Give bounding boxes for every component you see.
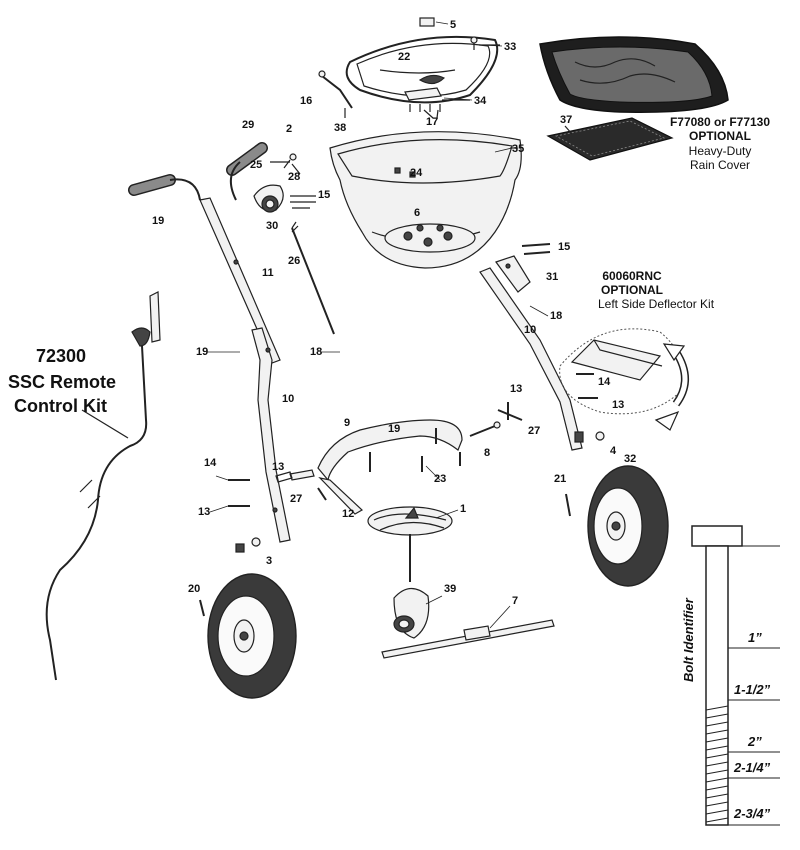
frame-9-12 <box>317 419 501 515</box>
hopper-screen-22 <box>345 17 499 104</box>
rain-cover-status: OPTIONAL <box>689 129 751 143</box>
bolt-length-2-3-4: 2-3/4” <box>733 806 771 821</box>
part-number-8: 8 <box>484 447 490 459</box>
bolt-27-left <box>289 469 315 481</box>
part-number-7: 7 <box>512 595 518 607</box>
remote-kit-line2: Control Kit <box>14 396 107 416</box>
part-number-28: 28 <box>288 171 300 183</box>
bolt-identifier-title: Bolt Identifier <box>681 597 696 682</box>
part-number-2: 2 <box>286 123 292 135</box>
part-number-30: 30 <box>266 220 278 232</box>
part-number-35: 35 <box>512 143 524 155</box>
bolt-length-1: 1” <box>748 630 762 645</box>
bolts-14-13-right <box>497 373 605 443</box>
part-number-32: 32 <box>624 453 636 465</box>
remote-control-cable <box>45 291 161 681</box>
bolt-15-right <box>521 243 551 255</box>
part-number-5: 5 <box>450 19 456 31</box>
part-number-13-right: 13 <box>612 399 624 411</box>
rain-cover-line1: Heavy-Duty <box>689 144 752 158</box>
part-number-19-mid: 19 <box>196 346 208 358</box>
part-number-1: 1 <box>460 503 466 515</box>
deflector-kit-illustration <box>559 328 689 431</box>
handle-left-grip <box>128 174 201 201</box>
gearbox-39 <box>393 587 430 639</box>
handle-tube-11 <box>199 197 281 364</box>
bolt-length-2-1-4: 2-1/4” <box>733 760 771 775</box>
bolts-14-13-left <box>228 471 293 553</box>
deflector-kit-status: OPTIONAL <box>601 283 663 297</box>
wheel-left <box>207 573 297 699</box>
part-number-23: 23 <box>434 473 446 485</box>
rain-cover-line2: Rain Cover <box>690 158 750 172</box>
handle-29 <box>226 142 268 201</box>
rain-cover-model: F77080 or F77130 <box>670 115 770 129</box>
rod-16-38 <box>318 70 353 118</box>
part-number-18-left: 18 <box>310 346 322 358</box>
part-number-11: 11 <box>262 267 274 279</box>
part-number-27-left: 27 <box>290 493 302 505</box>
part-number-20: 20 <box>188 583 200 595</box>
part-number-24: 24 <box>410 167 423 179</box>
part-number-34: 34 <box>474 95 487 107</box>
part-number-13-upper: 13 <box>510 383 522 395</box>
rod-26 <box>291 221 335 335</box>
part-number-31: 31 <box>546 271 558 283</box>
part-number-18-right: 18 <box>550 310 562 322</box>
part-number-9: 9 <box>344 417 350 429</box>
deflector-kit-description: Left Side Deflector Kit <box>598 297 715 311</box>
bolt-identifier-graphic <box>691 525 780 826</box>
part-number-10-left: 10 <box>282 393 294 405</box>
pins-20-21 <box>199 493 571 617</box>
spinner-1 <box>367 506 453 582</box>
part-number-29: 29 <box>242 119 254 131</box>
part-number-19-upper: 19 <box>152 215 164 227</box>
part-number-10-right: 10 <box>524 324 536 336</box>
bolt-length-2: 2” <box>747 734 762 749</box>
part-number-15-upper: 15 <box>318 189 330 201</box>
part-number-38: 38 <box>334 122 346 134</box>
part-number-17: 17 <box>426 116 438 128</box>
part-number-26: 26 <box>288 255 300 267</box>
part-number-3: 3 <box>266 555 272 567</box>
part-number-13-left: 13 <box>198 506 210 518</box>
hardware-34-17 <box>404 87 470 119</box>
deflector-kit-model: 60060RNC <box>602 269 662 283</box>
remote-kit-number: 72300 <box>36 346 86 366</box>
rain-cover-illustration <box>539 36 729 113</box>
part-number-15-lower: 15 <box>558 241 570 253</box>
part-number-14-right: 14 <box>598 376 611 388</box>
part-number-25: 25 <box>250 159 262 171</box>
part-number-16: 16 <box>300 95 312 107</box>
frame-leg-10-left <box>251 327 291 543</box>
part-number-39: 39 <box>444 583 456 595</box>
bolt-length-1-1-2: 1-1/2” <box>734 682 771 697</box>
part-number-37: 37 <box>560 114 572 126</box>
hopper-35 <box>329 131 522 269</box>
leader-lines <box>206 21 549 629</box>
part-number-12: 12 <box>342 508 354 520</box>
part-number-6: 6 <box>414 207 420 219</box>
remote-kit-line1: SSC Remote <box>8 372 116 392</box>
frame-leg-10-right <box>479 255 583 451</box>
wheel-right <box>587 465 669 587</box>
rate-control-30 <box>253 153 316 213</box>
part-number-21: 21 <box>554 473 566 485</box>
part-number-4: 4 <box>610 445 617 457</box>
part-number-33: 33 <box>504 41 516 53</box>
part-number-14-left: 14 <box>204 457 217 469</box>
mat-37 <box>546 117 674 161</box>
part-number-22: 22 <box>398 51 410 63</box>
part-number-19-lower: 19 <box>388 423 400 435</box>
part-number-27-right: 27 <box>528 425 540 437</box>
part-number-13-mid: 13 <box>272 461 284 473</box>
axle-7 <box>381 619 555 659</box>
